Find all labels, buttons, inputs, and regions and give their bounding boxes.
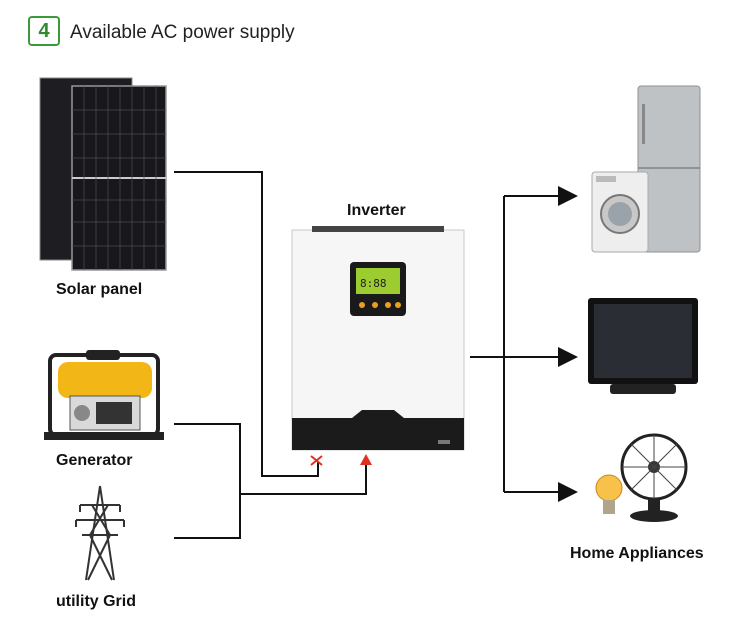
connection-lines <box>174 171 578 539</box>
light-bulb-icon <box>595 474 623 514</box>
page-title: Available AC power supply <box>70 22 295 43</box>
washing-machine-icon <box>591 171 649 253</box>
inverter-label: Inverter <box>347 202 406 219</box>
solar-panel-label: Solar panel <box>56 281 143 298</box>
svg-text:8:88: 8:88 <box>360 277 387 290</box>
transmission-tower-icon <box>75 485 125 581</box>
home-appliances-label: Home Appliances <box>570 545 704 562</box>
utility-grid-label: utility Grid <box>56 593 136 610</box>
television-icon <box>588 298 698 394</box>
disconnected-x-marker <box>310 455 323 466</box>
generator-icon <box>44 350 164 440</box>
step-number-badge: 4 <box>28 16 60 46</box>
generator-label: Generator <box>56 452 133 469</box>
desk-fan-icon <box>620 433 688 522</box>
solar-panel-icon <box>39 77 167 271</box>
connected-arrow-marker <box>360 454 372 465</box>
refrigerator-icon <box>637 85 701 253</box>
inverter-icon: 8:88 <box>291 226 465 451</box>
